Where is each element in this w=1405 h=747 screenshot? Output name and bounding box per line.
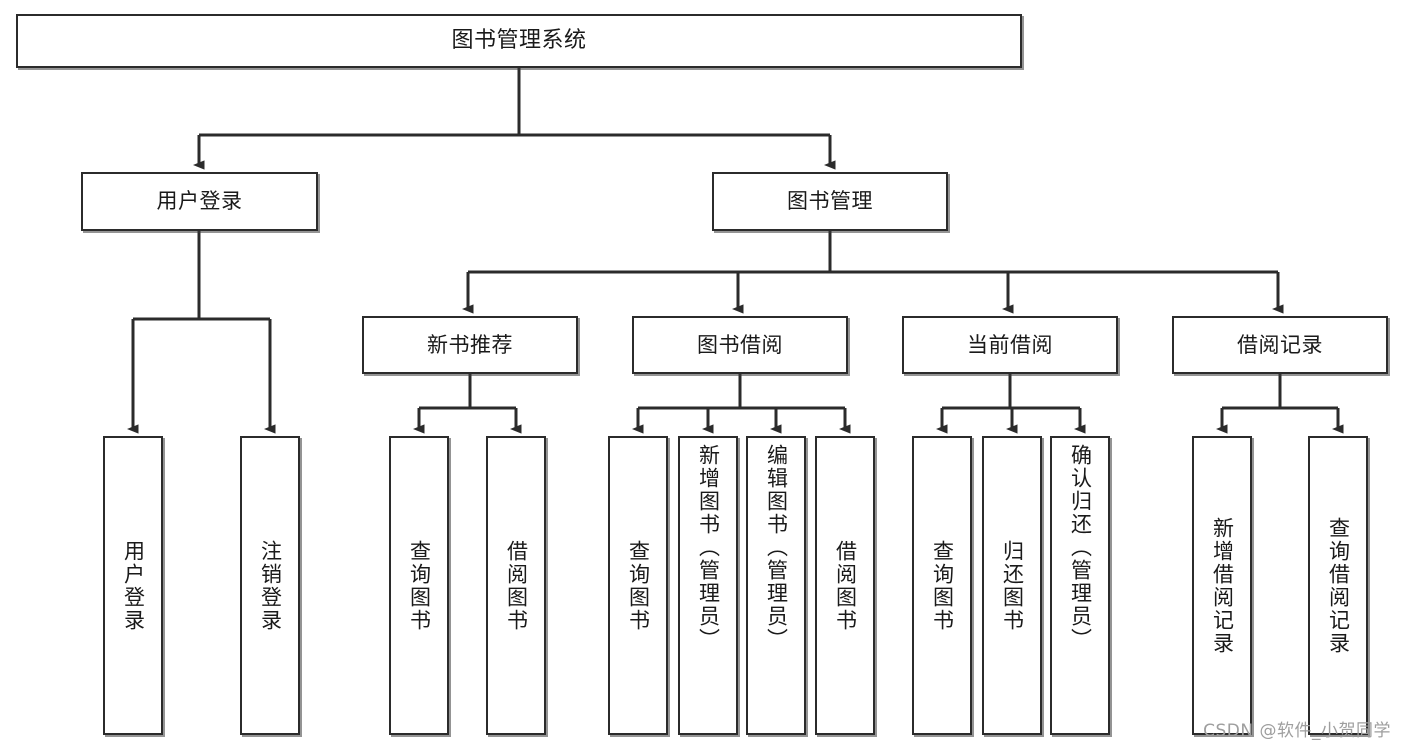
connectors-user-login	[127, 231, 276, 434]
node-leaf-query-book-2-label: 查询图书	[626, 539, 651, 632]
node-leaf-query-book-1-label: 查询图书	[407, 539, 432, 632]
node-new-book-recommend[interactable]: 新书推荐	[362, 316, 578, 374]
node-leaf-confirm-return[interactable]: 确认归还（管理员）	[1050, 436, 1110, 735]
node-leaf-user-logout-label: 注销登录	[258, 539, 283, 632]
connectors-new-book-recommend	[413, 374, 522, 434]
node-leaf-query-record[interactable]: 查询借阅记录	[1308, 436, 1368, 735]
connectors-book-borrow	[632, 374, 851, 434]
node-book-borrow[interactable]: 图书借阅	[632, 316, 848, 374]
node-leaf-add-book-label: 新增图书（管理员）	[696, 444, 721, 651]
connectors-borrow-record	[1216, 374, 1344, 434]
node-leaf-query-book-3[interactable]: 查询图书	[912, 436, 972, 735]
node-leaf-query-record-label: 查询借阅记录	[1326, 516, 1351, 655]
connectors-book-manage	[462, 231, 1284, 314]
connectors-current-borrow	[936, 374, 1086, 434]
node-book-borrow-label: 图书借阅	[697, 332, 783, 357]
node-leaf-query-book-2[interactable]: 查询图书	[608, 436, 668, 735]
node-leaf-borrow-book-2-label: 借阅图书	[833, 539, 858, 632]
node-leaf-user-login-label: 用户登录	[121, 539, 146, 632]
node-leaf-user-logout[interactable]: 注销登录	[240, 436, 300, 735]
node-leaf-confirm-return-label: 确认归还（管理员）	[1068, 444, 1093, 651]
node-leaf-borrow-book-1-label: 借阅图书	[504, 539, 529, 632]
node-leaf-borrow-book-1[interactable]: 借阅图书	[486, 436, 546, 735]
node-borrow-record-label: 借阅记录	[1237, 332, 1323, 357]
node-root-label: 图书管理系统	[451, 28, 587, 54]
node-leaf-add-record-label: 新增借阅记录	[1210, 516, 1235, 655]
node-user-login[interactable]: 用户登录	[81, 172, 318, 231]
node-leaf-return-book-label: 归还图书	[1000, 539, 1025, 632]
node-leaf-add-book[interactable]: 新增图书（管理员）	[678, 436, 738, 735]
node-book-manage-label: 图书管理	[787, 189, 873, 214]
node-current-borrow-label: 当前借阅	[967, 332, 1053, 357]
node-leaf-add-record[interactable]: 新增借阅记录	[1192, 436, 1252, 735]
node-book-manage[interactable]: 图书管理	[712, 172, 948, 231]
connectors-root	[193, 68, 836, 170]
node-current-borrow[interactable]: 当前借阅	[902, 316, 1118, 374]
node-user-login-label: 用户登录	[156, 189, 243, 214]
node-leaf-query-book-3-label: 查询图书	[930, 539, 955, 632]
node-leaf-edit-book-label: 编辑图书（管理员）	[764, 444, 789, 651]
node-borrow-record[interactable]: 借阅记录	[1172, 316, 1388, 374]
node-root[interactable]: 图书管理系统	[16, 14, 1022, 68]
node-new-book-recommend-label: 新书推荐	[427, 332, 513, 357]
node-leaf-edit-book[interactable]: 编辑图书（管理员）	[746, 436, 806, 735]
node-leaf-query-book-1[interactable]: 查询图书	[389, 436, 449, 735]
node-leaf-borrow-book-2[interactable]: 借阅图书	[815, 436, 875, 735]
node-leaf-return-book[interactable]: 归还图书	[982, 436, 1042, 735]
node-leaf-user-login[interactable]: 用户登录	[103, 436, 163, 735]
